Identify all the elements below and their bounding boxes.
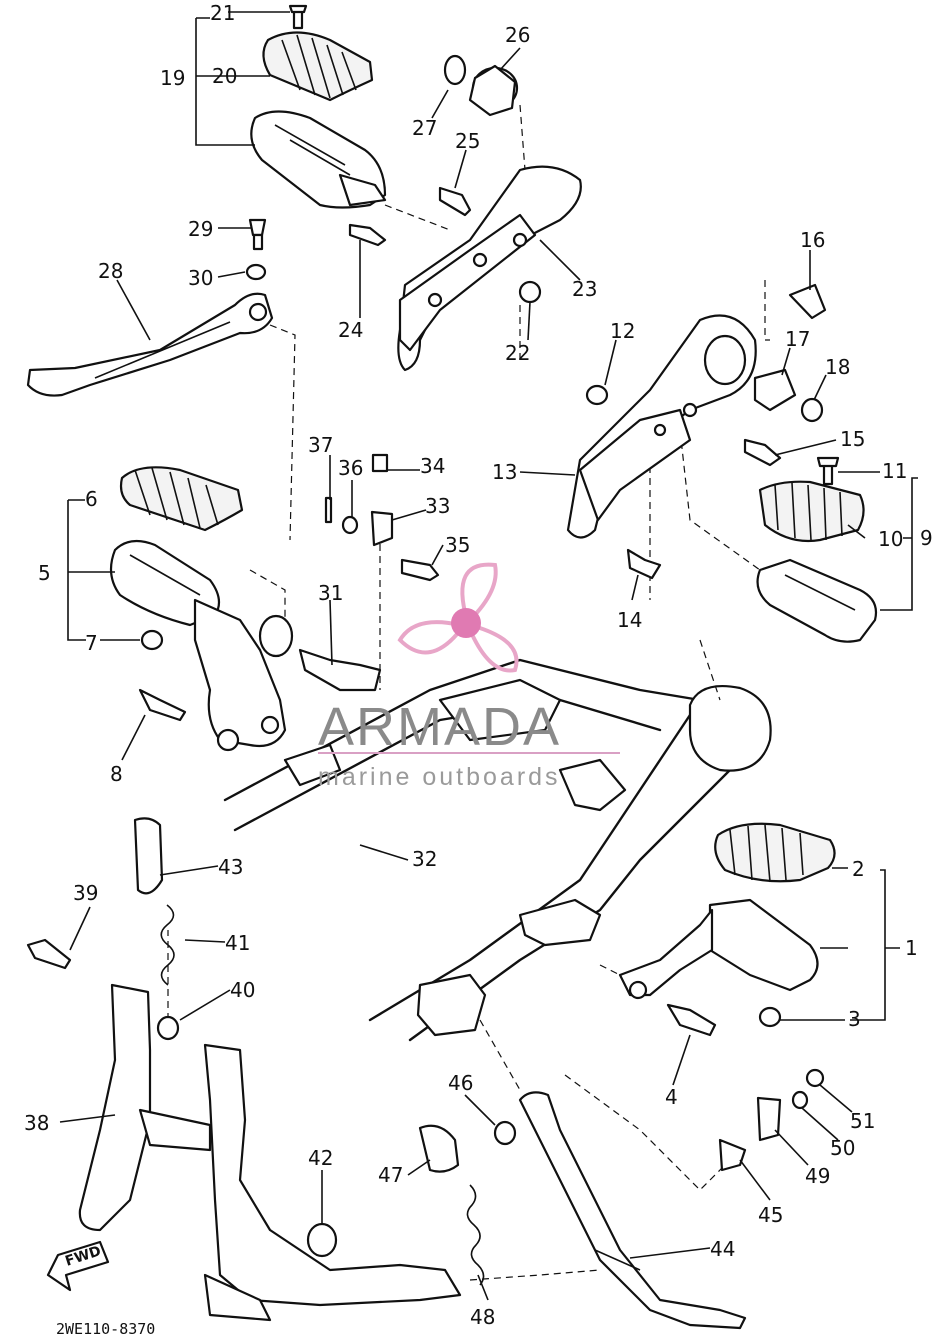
part-number-42: 42 bbox=[308, 1146, 333, 1170]
frame-rails bbox=[223, 658, 772, 1042]
part-number-27: 27 bbox=[412, 116, 437, 140]
part-number-28: 28 bbox=[98, 259, 123, 283]
part-number-18: 18 bbox=[825, 355, 850, 379]
part-number-47: 47 bbox=[378, 1163, 403, 1187]
fwd-arrow-icon: FWD bbox=[46, 1240, 110, 1292]
part-number-36: 36 bbox=[338, 456, 363, 480]
part-number-23: 23 bbox=[572, 277, 597, 301]
part-number-41: 41 bbox=[225, 931, 250, 955]
diagram-code: 2WE110-8370 bbox=[56, 1320, 155, 1338]
part-number-29: 29 bbox=[188, 217, 213, 241]
center-stand bbox=[26, 817, 462, 1322]
part-number-51: 51 bbox=[850, 1109, 875, 1133]
part-number-44: 44 bbox=[710, 1237, 735, 1261]
part-number-5: 5 bbox=[38, 561, 51, 585]
leader-lines bbox=[59, 11, 918, 1301]
part-number-39: 39 bbox=[73, 881, 98, 905]
part-number-48: 48 bbox=[470, 1305, 495, 1329]
part-number-37: 37 bbox=[308, 433, 333, 457]
right-footrest-assembly bbox=[566, 283, 878, 643]
left-footrest-assembly bbox=[109, 453, 440, 752]
part-number-34: 34 bbox=[420, 454, 445, 478]
part-number-1: 1 bbox=[905, 936, 918, 960]
part-number-22: 22 bbox=[505, 341, 530, 365]
part-number-33: 33 bbox=[425, 494, 450, 518]
part-number-17: 17 bbox=[785, 327, 810, 351]
part-number-21: 21 bbox=[210, 1, 235, 25]
watermark: ARMADA marine outboards bbox=[318, 562, 620, 791]
part-number-2: 2 bbox=[852, 857, 865, 881]
part-number-15: 15 bbox=[840, 427, 865, 451]
part-number-3: 3 bbox=[848, 1007, 861, 1031]
part-number-9: 9 bbox=[920, 526, 933, 550]
side-stand bbox=[418, 1068, 825, 1330]
part-number-50: 50 bbox=[830, 1136, 855, 1160]
part-number-30: 30 bbox=[188, 266, 213, 290]
part-number-4: 4 bbox=[665, 1085, 678, 1109]
part-number-19: 19 bbox=[160, 66, 185, 90]
part-number-11: 11 bbox=[882, 459, 907, 483]
part-number-12: 12 bbox=[610, 319, 635, 343]
part-number-46: 46 bbox=[448, 1071, 473, 1095]
front-footrest-assembly bbox=[618, 822, 836, 1037]
part-number-8: 8 bbox=[110, 762, 123, 786]
part-number-20: 20 bbox=[212, 64, 237, 88]
part-number-6: 6 bbox=[85, 487, 98, 511]
part-number-31: 31 bbox=[318, 581, 343, 605]
part-number-45: 45 bbox=[758, 1203, 783, 1227]
part-number-16: 16 bbox=[800, 228, 825, 252]
part-labels: 1 2 3 4 5 6 7 8 9 10 11 12 13 14 15 16 1… bbox=[24, 1, 933, 1329]
brake-pedal bbox=[26, 218, 274, 397]
rear-footrest-left bbox=[250, 4, 387, 209]
part-number-49: 49 bbox=[805, 1164, 830, 1188]
part-number-32: 32 bbox=[412, 847, 437, 871]
part-number-43: 43 bbox=[218, 855, 243, 879]
part-number-24: 24 bbox=[338, 318, 363, 342]
part-number-25: 25 bbox=[455, 129, 480, 153]
part-number-13: 13 bbox=[492, 460, 517, 484]
brand-tagline: marine outboards bbox=[318, 763, 561, 791]
part-number-38: 38 bbox=[24, 1111, 49, 1135]
propeller-logo-icon bbox=[397, 562, 519, 673]
brand-name: ARMADA bbox=[318, 697, 561, 757]
part-number-10: 10 bbox=[878, 527, 903, 551]
part-number-40: 40 bbox=[230, 978, 255, 1002]
part-number-35: 35 bbox=[445, 533, 470, 557]
assembly-guides bbox=[167, 104, 770, 1281]
part-number-14: 14 bbox=[617, 608, 642, 632]
rear-bracket-right bbox=[348, 54, 582, 372]
part-number-7: 7 bbox=[85, 631, 98, 655]
part-number-26: 26 bbox=[505, 23, 530, 47]
